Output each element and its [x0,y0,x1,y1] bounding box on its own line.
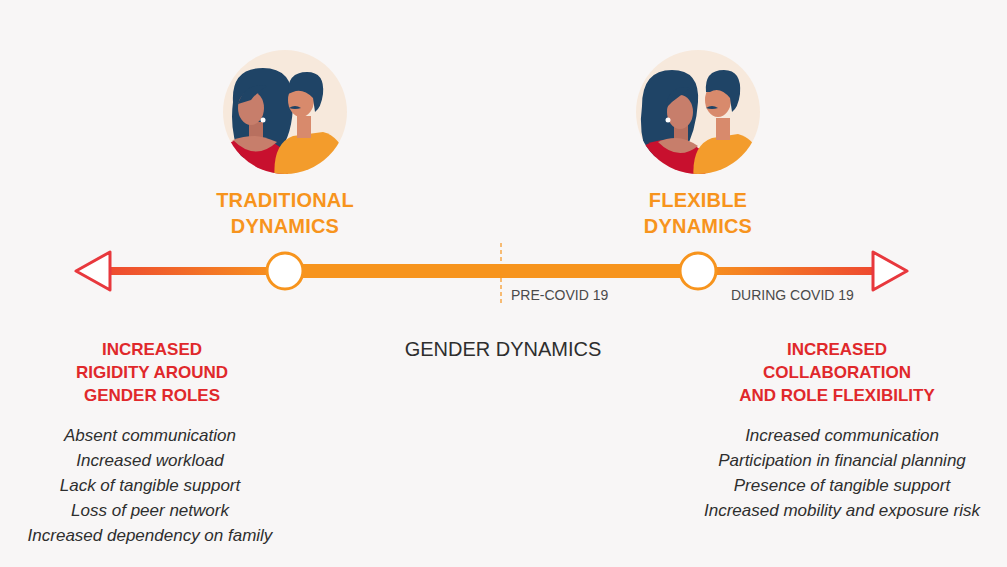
face [288,83,314,117]
earring [666,118,671,123]
outcome-item: Presence of tangible support [682,474,1002,498]
circle-fill [223,50,347,174]
outcome-item: Participation in financial planning [682,449,1002,473]
dress [632,140,706,182]
illustration-circle: FLEXIBLE DYNAMICS [636,50,760,174]
earring [261,118,266,123]
face [667,95,693,129]
hair [232,68,293,158]
outcome-item: Increased dependency on family [0,524,300,548]
mustache [289,106,301,109]
shirt [274,132,351,182]
outcome-heading: INCREASED RIGIDITY AROUND GENDER ROLES [12,338,292,407]
circle-outline [636,50,760,174]
face [238,91,264,125]
dynamics-heading: TRADITIONAL DYNAMICS [185,187,385,239]
axis-marker [267,253,303,289]
hair [238,85,267,104]
dynamics-heading: FLEXIBLE DYNAMICS [598,187,798,239]
axis-band [285,264,698,278]
circle-fill [636,50,760,174]
axis-line [108,267,285,275]
arrow-head [873,252,907,290]
outcome-item: Increased mobility and exposure risk [682,499,1002,523]
neck [249,122,263,142]
arrow-head [76,252,110,290]
skin [233,136,277,152]
hair [666,87,690,108]
axis-line [698,267,874,275]
dress [219,138,289,182]
neck [674,124,688,144]
axis-title: GENDER DYNAMICS [343,337,663,361]
illustration-circle: TRADITIONAL DYNAMICS [223,50,347,174]
hair [641,70,698,158]
divider-tick [500,243,501,303]
outcome-item: Loss of peer network [0,499,300,523]
neck [716,118,730,140]
hair [288,72,323,112]
mustache [706,106,718,109]
axis-marker [680,253,716,289]
period-label: PRE-COVID 19 [511,286,608,304]
period-label: DURING COVID 19 [731,286,854,304]
couple-figure [632,70,766,182]
outcome-item: Increased workload [0,449,300,473]
outcome-heading: INCREASED COLLABORATION AND ROLE FLEXIBI… [687,338,987,407]
face [705,83,731,117]
outcome-item: Increased communication [682,424,1002,448]
hair [706,70,740,112]
circle-outline [223,50,347,174]
outcome-item: Lack of tangible support [0,474,300,498]
outcome-item: Absent communication [0,424,300,448]
skin [658,138,698,153]
neck [297,116,311,138]
couple-figure [219,68,351,182]
shirt [693,134,766,182]
